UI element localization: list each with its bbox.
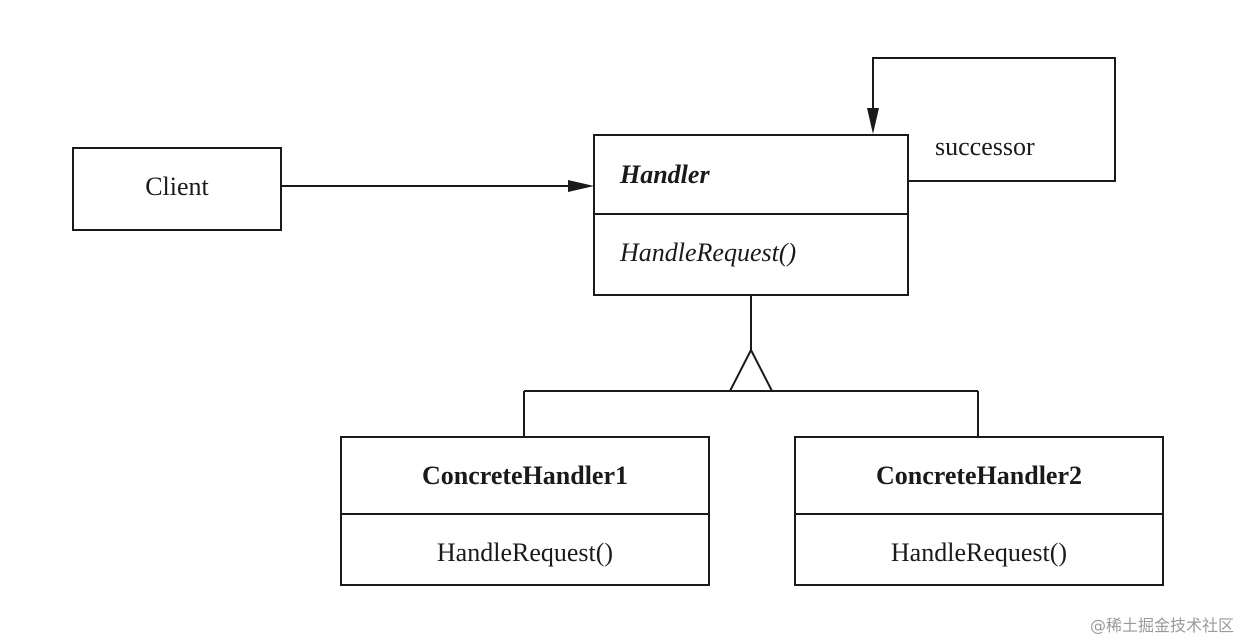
concrete-handler-1-name: ConcreteHandler1 xyxy=(421,461,629,490)
client-to-handler-arrowhead xyxy=(568,180,594,192)
successor-label: successor xyxy=(935,132,1035,161)
successor-arrowhead xyxy=(867,108,879,134)
concrete-handler-1-method: HandleRequest() xyxy=(436,538,614,567)
concrete-handler-1-box xyxy=(340,436,710,586)
watermark: @稀土掘金技术社区 xyxy=(1089,616,1234,635)
handler-method: HandleRequest() xyxy=(620,238,797,267)
concrete-handler-2-box xyxy=(794,436,1164,586)
inheritance-triangle xyxy=(728,347,774,392)
client-box xyxy=(72,147,282,231)
concrete-handler-2-method: HandleRequest() xyxy=(890,538,1068,567)
client-label: Client xyxy=(145,172,209,201)
concrete-handler-2-name: ConcreteHandler2 xyxy=(875,461,1083,490)
successor-loop-line xyxy=(872,57,1116,182)
handler-class-name: Handler xyxy=(620,160,710,189)
